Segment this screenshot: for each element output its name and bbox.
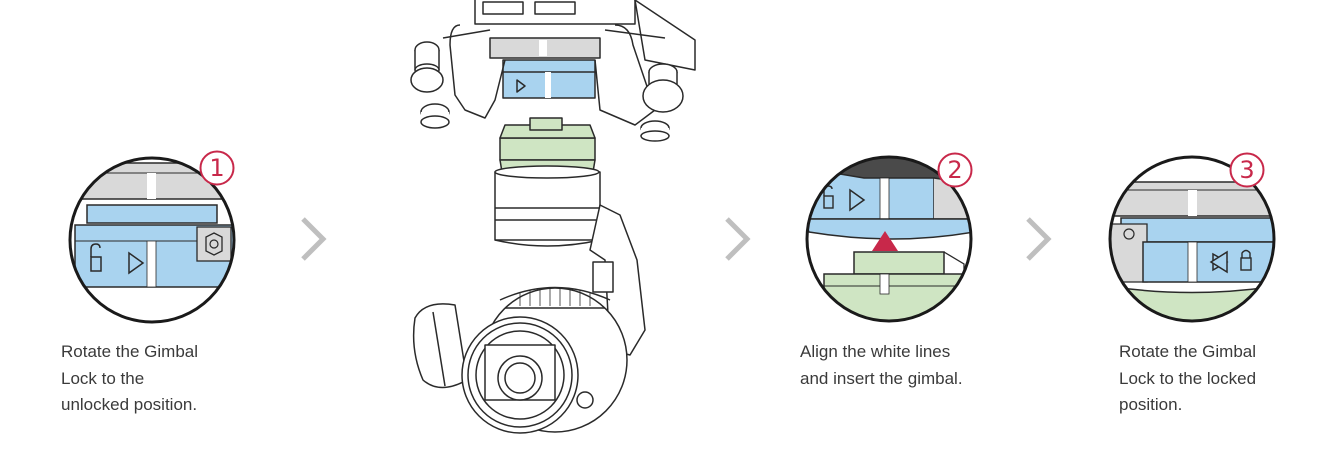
step-2-detail-illustration <box>804 154 974 324</box>
step-3-caption: Rotate the Gimbal Lock to the locked pos… <box>1119 339 1256 419</box>
step-3-number-badge: 3 <box>1229 152 1265 188</box>
step-2-caption-line: Align the white lines <box>800 342 951 361</box>
step-3-detail-illustration <box>1107 154 1277 324</box>
step-2-number-badge: 2 <box>937 152 973 188</box>
gimbal-mounting-illustration <box>405 0 705 440</box>
step-1-number: 1 <box>209 154 225 182</box>
step-3-caption-line: position. <box>1119 395 1183 414</box>
step-1-number-badge: 1 <box>199 150 235 186</box>
step-2-number: 2 <box>947 156 963 184</box>
step-3-caption-line: Rotate the Gimbal <box>1119 342 1257 361</box>
lock-icon <box>1240 249 1252 271</box>
chevron-right-icon <box>1022 214 1056 264</box>
chevron-right-icon <box>297 214 331 264</box>
step-3-caption-line: Lock to the locked <box>1119 368 1257 388</box>
step-1-caption-line: Lock to the <box>61 368 145 388</box>
step-2-caption-line: and insert the gimbal. <box>800 368 963 388</box>
step-1-caption: Rotate the Gimbal Lock to the unlocked p… <box>61 339 198 419</box>
step-2-caption: Align the white lines and insert the gim… <box>800 339 963 392</box>
step-3-number: 3 <box>1239 156 1255 184</box>
alignment-triangle-icon <box>872 231 898 251</box>
step-1-caption-line: unlocked position. <box>61 395 198 414</box>
step-1-caption-line: Rotate the Gimbal <box>61 342 199 361</box>
unlock-icon <box>90 243 102 272</box>
chevron-right-icon <box>721 214 755 264</box>
